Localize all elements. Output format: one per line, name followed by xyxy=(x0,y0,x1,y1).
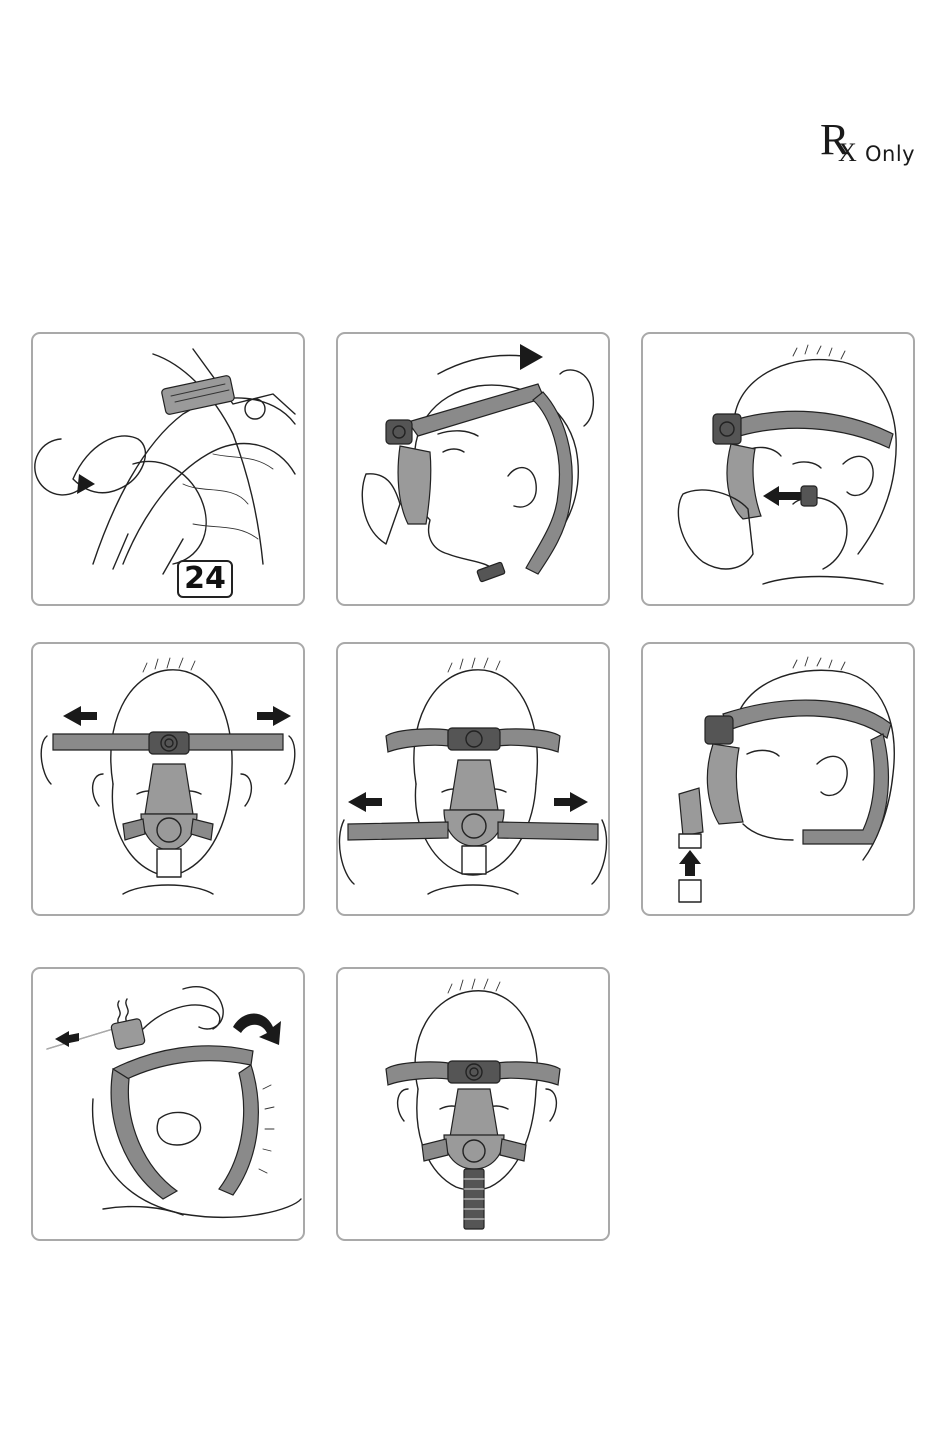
rx-symbol-x: X xyxy=(838,140,857,166)
connect-tubing-illustration xyxy=(643,644,913,914)
instruction-panel-5 xyxy=(336,642,610,916)
instruction-panel-3 xyxy=(641,332,915,606)
step-number-badge: 24 xyxy=(177,560,233,598)
instruction-panel-7 xyxy=(31,967,305,1241)
instruction-panel-1: 24 xyxy=(31,332,305,606)
instruction-panel-8 xyxy=(336,967,610,1241)
adjust-upper-straps-illustration xyxy=(33,644,303,914)
rx-only-label: Only xyxy=(865,142,915,166)
instruction-panel-2 xyxy=(336,332,610,606)
adjust-lower-straps-illustration xyxy=(338,644,608,914)
attach-lower-clip-illustration xyxy=(643,334,913,604)
fitted-mask-front-illustration xyxy=(338,969,608,1239)
release-clip-lying-down-illustration xyxy=(33,969,303,1239)
instruction-panel-4 xyxy=(31,642,305,916)
rx-only-mark: R X Only xyxy=(818,118,918,174)
headgear-over-head-illustration xyxy=(338,334,608,604)
instruction-panel-6 xyxy=(641,642,915,916)
mask-adjust-rotate-illustration xyxy=(33,334,303,604)
